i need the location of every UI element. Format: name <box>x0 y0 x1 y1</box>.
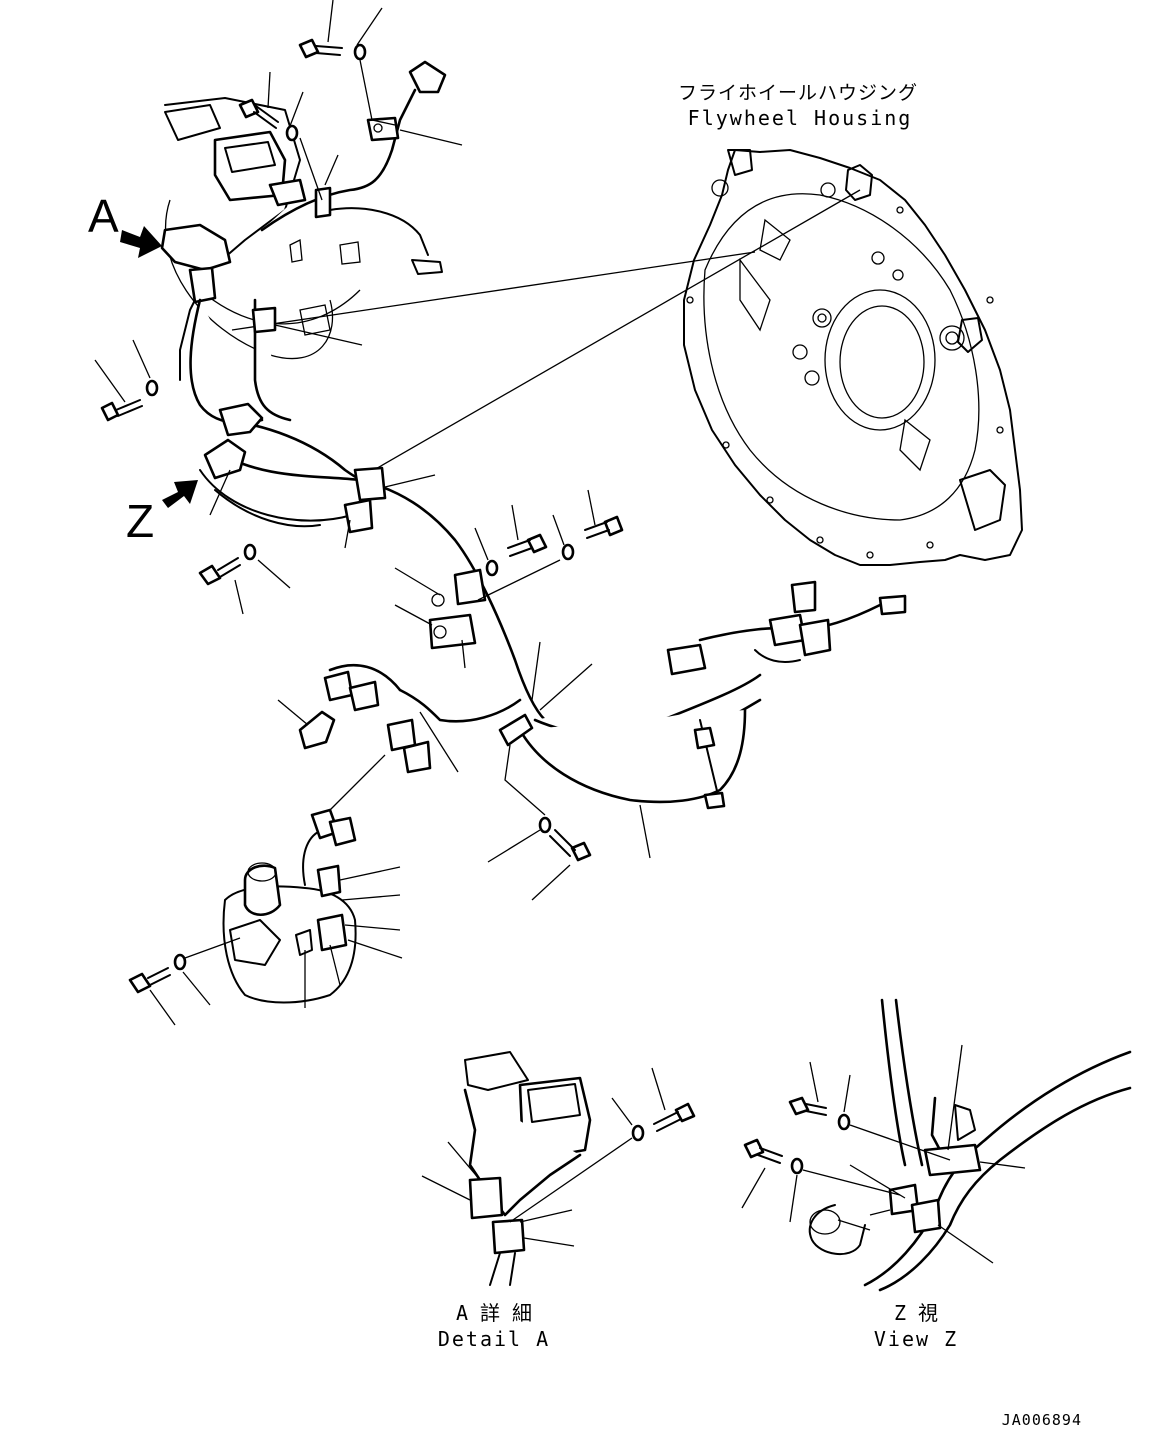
leader-flywheel <box>359 189 861 479</box>
bolts-and-washers <box>94 0 624 901</box>
detail-a-view <box>421 1051 696 1286</box>
detail-a-label-jp: A 詳 細 <box>456 1301 532 1325</box>
marker-a-arrow <box>120 226 162 258</box>
marker-a-letter: A <box>88 190 119 242</box>
detail-a-label-en: Detail A <box>438 1327 550 1351</box>
view-z-label-en: View Z <box>874 1327 958 1351</box>
flywheel-housing <box>683 149 1023 566</box>
drawing-number: JA006894 <box>1002 1411 1082 1429</box>
view-z-label-jp: Z 視 <box>894 1301 938 1325</box>
flywheel-housing-label-en: Flywheel Housing <box>688 106 913 130</box>
marker-z-arrow <box>162 480 198 508</box>
main-harness <box>160 60 907 810</box>
starter-motor-assembly <box>128 754 403 1026</box>
leader-flywheel-2 <box>231 251 756 331</box>
view-z <box>741 998 1132 1292</box>
leader-lines-main <box>209 324 651 859</box>
marker-z-letter: Z <box>126 495 154 547</box>
flywheel-housing-label-jp: フライホイールハウジング <box>678 82 918 104</box>
